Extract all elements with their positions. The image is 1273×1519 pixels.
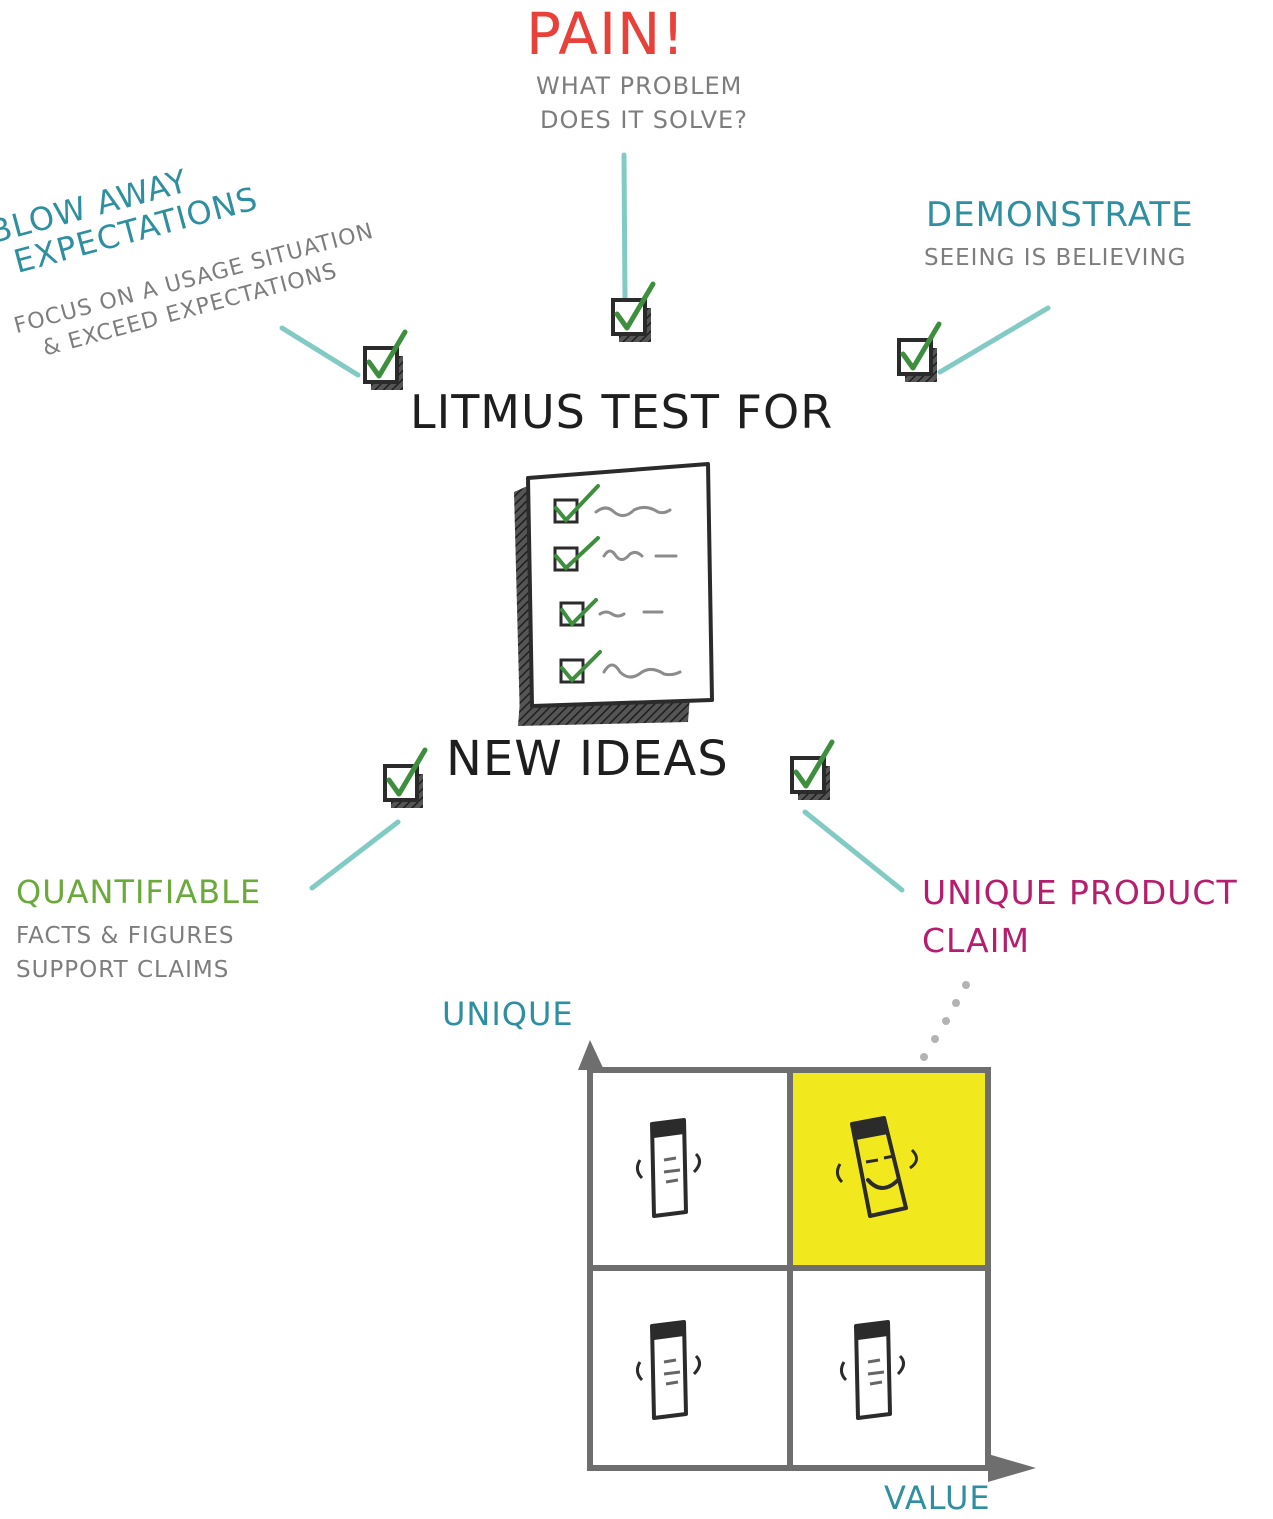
unique-claim-title-line2: CLAIM — [922, 921, 1030, 960]
quantifiable-title: QUANTIFIABLE — [16, 873, 262, 911]
x-axis-arrow-icon — [988, 1454, 1036, 1482]
demonstrate-sub: SEEING IS BELIEVING — [924, 245, 1187, 271]
value-unique-matrix — [578, 1040, 1036, 1482]
checkbox-check-icon — [385, 750, 425, 808]
unique-claim-title-line1: UNIQUE PRODUCT — [922, 873, 1238, 912]
checkbox-check-icon — [899, 324, 939, 382]
demonstrate-title: DEMONSTRATE — [926, 195, 1194, 235]
connector-blow-away — [279, 325, 361, 378]
connector-unique-claim — [802, 809, 905, 893]
connector-demonstrate — [937, 305, 1051, 375]
dotted-connector — [909, 981, 970, 1078]
neutral-character-icon — [635, 1320, 702, 1420]
connector-quantifiable — [309, 819, 401, 891]
checklist-clipboard-icon — [514, 462, 714, 726]
y-axis-arrow-icon — [578, 1040, 604, 1070]
neutral-character-icon — [635, 1118, 702, 1218]
quantifiable-sub-line2: SUPPORT CLAIMS — [16, 957, 230, 983]
connector-pain — [621, 152, 628, 303]
pain-line1: WHAT PROBLEM — [536, 72, 743, 100]
pain-title: PAIN! — [526, 0, 686, 68]
checkbox-check-icon — [613, 284, 653, 342]
quantifiable-sub-line1: FACTS & FIGURES — [16, 923, 235, 949]
center-title-line1: LITMUS TEST FOR — [410, 385, 834, 439]
pain-line2: DOES IT SOLVE? — [540, 106, 748, 134]
x-axis-label: VALUE — [884, 1479, 991, 1517]
y-axis-label: UNIQUE — [442, 995, 574, 1033]
checkbox-check-icon — [792, 742, 832, 800]
neutral-character-icon — [839, 1320, 906, 1420]
checkbox-check-icon — [365, 332, 405, 390]
smiling-character-icon — [835, 1116, 918, 1218]
center-title-line2: NEW IDEAS — [446, 731, 729, 787]
